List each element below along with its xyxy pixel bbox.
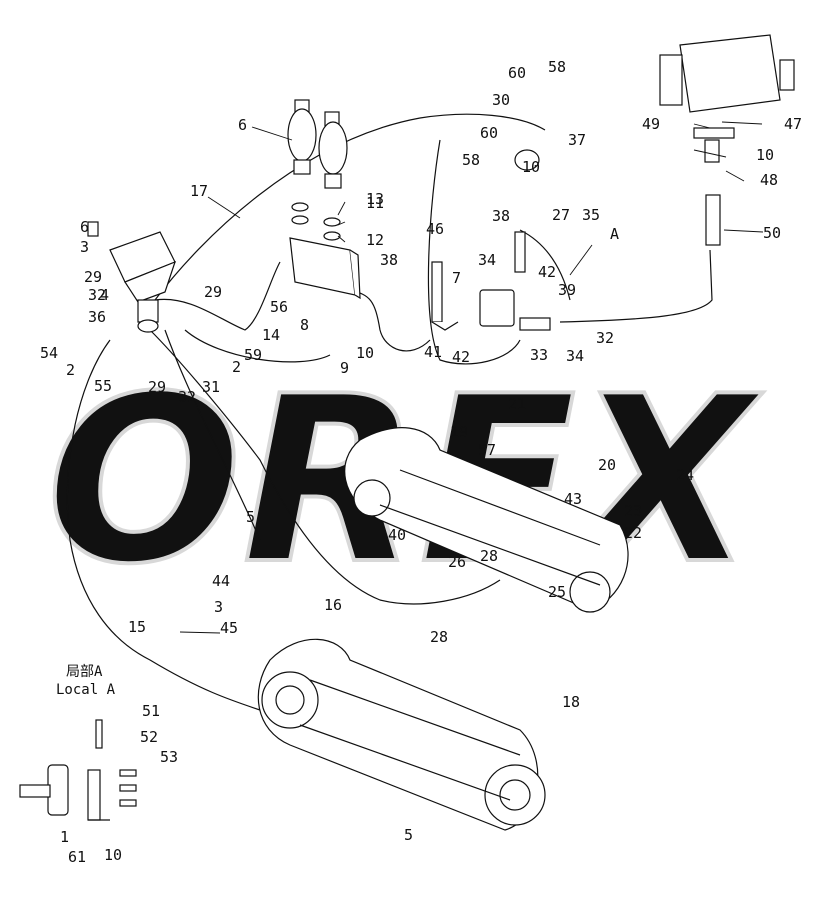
hose-lines [66,113,713,711]
brake-valve [87,221,176,333]
callout-1: 1 [60,828,69,846]
callout-57: 57 [478,441,496,459]
callout-42: 42 [452,348,470,366]
callout-29: 29 [148,378,166,396]
callout-18: 18 [562,693,580,711]
callout-42: 42 [538,263,556,281]
callout-16: 16 [324,596,342,614]
callout-10: 10 [756,146,774,164]
callout-38: 38 [380,251,398,269]
callout-51: 51 [142,702,160,720]
callout-11: 11 [366,194,384,212]
callout-19: 19 [450,423,468,441]
callout-36: 36 [88,308,106,326]
callout-48: 48 [760,171,778,189]
callout-20: 20 [598,456,616,474]
callout-21: 21 [508,395,526,413]
callout-44: 44 [212,572,230,590]
callout-49: 49 [642,115,660,133]
local-label-en: Local A [56,682,116,698]
callout-28: 28 [480,547,498,565]
callout-2: 2 [66,361,75,379]
callout-41: 41 [424,343,442,361]
callout-28: 28 [430,628,448,646]
callout-23: 23 [624,502,642,520]
callout-61: 61 [68,848,86,866]
callout-54: 54 [40,344,58,362]
callout-60: 60 [508,64,526,82]
callout-33: 33 [530,346,548,364]
callout-5: 5 [404,826,413,844]
callout-53: 53 [160,748,178,766]
callout-10: 10 [522,158,540,176]
callout-8: 8 [300,316,309,334]
callout-A: A [610,225,619,243]
callout-39: 39 [558,281,576,299]
callout-9: 9 [340,359,349,377]
callout-6: 6 [80,218,89,236]
callout-25: 25 [548,583,566,601]
callout-26: 26 [448,553,466,571]
leader-lines [179,121,764,634]
local-label-cn: 局部A [66,664,103,680]
callout-38: 38 [492,207,510,225]
callout-3: 3 [214,598,223,616]
lower-track-frame [257,638,546,831]
upper-track-frame [344,427,629,613]
local-a-detail [19,719,137,821]
callout-40: 40 [388,526,406,544]
callout-17: 17 [190,182,208,200]
callout-58: 58 [548,58,566,76]
callout-15: 15 [128,618,146,636]
callout-30: 30 [492,91,510,109]
callout-35: 35 [582,206,600,224]
pump-motor [659,34,795,246]
callout-58: 58 [462,151,480,169]
callout-34: 34 [478,251,496,269]
callout-47: 47 [784,115,802,133]
callout-6: 6 [238,116,247,134]
callout-46: 46 [426,220,444,238]
callout-43: 43 [564,490,582,508]
callout-50: 50 [763,224,781,242]
callout-45: 45 [220,619,238,637]
callout-34: 34 [566,347,584,365]
callout-32: 32 [178,388,196,406]
callout-32: 32 [596,329,614,347]
callout-27: 27 [552,206,570,224]
callout-29: 29 [84,268,102,286]
callout-52: 52 [140,728,158,746]
accumulator-group [287,99,361,300]
callout-13: 13 [366,190,384,208]
callout-60: 60 [480,124,498,142]
callout-29: 29 [204,283,222,301]
callout-10: 10 [356,344,374,362]
callout-2: 2 [232,358,241,376]
callout-7: 7 [452,269,461,287]
callout-59: 59 [244,346,262,364]
callout-31: 31 [202,378,220,396]
callout-3: 3 [80,238,89,256]
relay-valve [431,149,551,331]
callout-24: 24 [676,466,694,484]
callout-10: 10 [104,846,122,864]
callout-4: 4 [100,286,109,304]
callout-56: 56 [270,298,288,316]
callout-37: 37 [568,131,586,149]
callout-55: 55 [94,377,112,395]
callout-32: 32 [88,286,106,304]
callout-14: 14 [262,326,280,344]
callout-22: 22 [624,524,642,542]
callout-12: 12 [366,231,384,249]
callout-5: 5 [246,508,255,526]
